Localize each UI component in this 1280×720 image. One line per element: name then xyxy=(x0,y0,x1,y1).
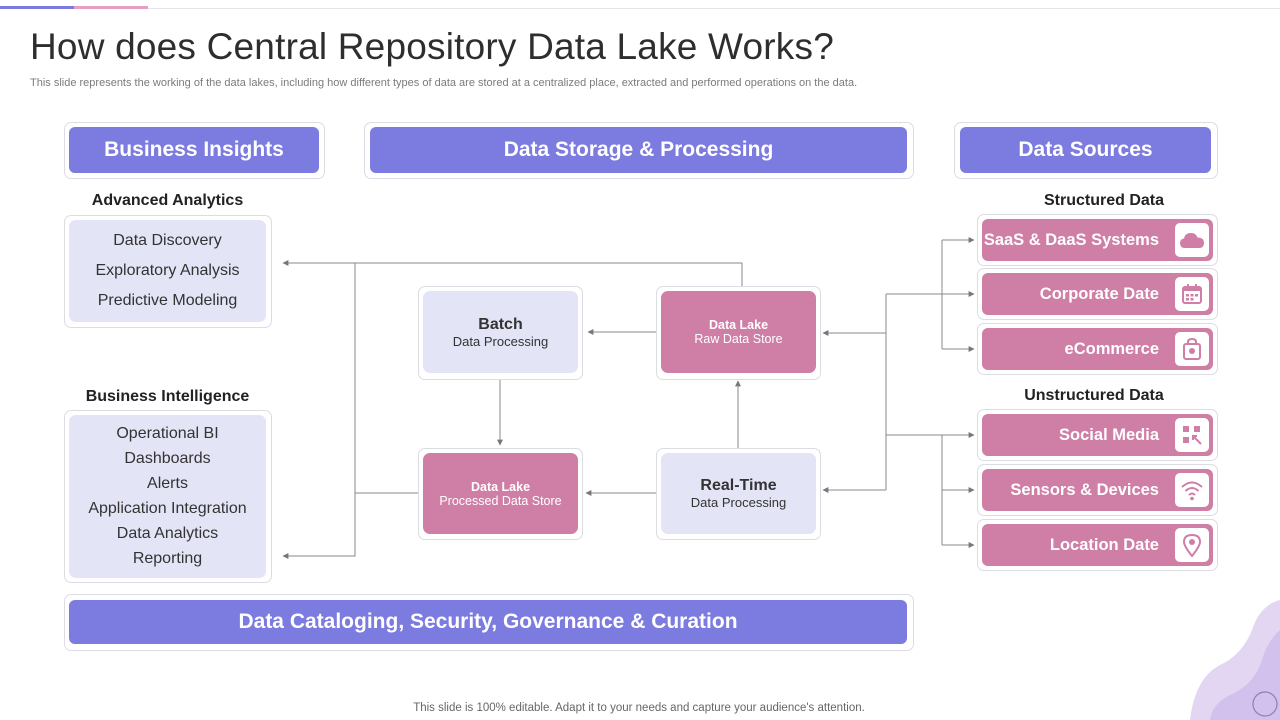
unstructured-data-label: Unstructured Data xyxy=(1024,387,1164,404)
source-social-media: Social Media xyxy=(982,414,1213,456)
source-label: Sensors & Devices xyxy=(1010,480,1159,499)
slide-subtitle: This slide represents the working of the… xyxy=(30,77,858,89)
list-item: Alerts xyxy=(147,474,188,492)
list-item: Data Discovery xyxy=(113,232,222,249)
realtime-subtitle: Data Processing xyxy=(690,495,787,510)
realtime-title: Real-Time xyxy=(700,477,777,494)
source-saas-daas: SaaS & DaaS Systems xyxy=(982,219,1213,261)
source-ecommerce: eCommerce xyxy=(982,328,1213,370)
raw-store-subtitle: Raw Data Store xyxy=(694,332,783,346)
business-intelligence-label: Business Intelligence xyxy=(85,388,250,405)
source-label: SaaS & DaaS Systems xyxy=(983,230,1159,249)
processed-store-title: Data Lake xyxy=(470,479,531,494)
advanced-analytics-label: Advanced Analytics xyxy=(91,192,244,209)
source-sensors-devices: Sensors & Devices xyxy=(982,469,1213,511)
data-sources-header: Data Sources xyxy=(960,127,1211,173)
advanced-analytics-list: Data Discovery Exploratory Analysis Pred… xyxy=(69,220,266,322)
source-label: Corporate Date xyxy=(1039,284,1159,303)
list-item: Operational BI xyxy=(116,424,219,442)
list-item: Predictive Modeling xyxy=(97,292,238,309)
shopping-bag-icon xyxy=(1175,332,1209,366)
raw-data-store-node: Data Lake Raw Data Store xyxy=(661,291,816,373)
business-intelligence-list: Operational BI Dashboards Alerts Applica… xyxy=(69,415,266,578)
top-divider xyxy=(0,8,1280,9)
list-item: Exploratory Analysis xyxy=(95,262,240,279)
cloud-icon xyxy=(1175,223,1209,257)
top-accent-bar xyxy=(0,0,1280,9)
governance-header: Data Cataloging, Security, Governance & … xyxy=(69,600,907,644)
batch-title: Batch xyxy=(478,315,523,333)
list-item: Reporting xyxy=(132,550,203,568)
arrow-raw-to-advanced-analytics xyxy=(282,260,743,287)
wifi-signal-icon xyxy=(1175,473,1209,507)
business-insights-header: Business Insights xyxy=(69,127,319,173)
source-label: Social Media xyxy=(1059,425,1159,444)
batch-processing-node: Batch Data Processing xyxy=(423,291,578,373)
processed-store-subtitle: Processed Data Store xyxy=(439,493,562,508)
batch-subtitle: Data Processing xyxy=(452,333,549,349)
accent-segment-pink xyxy=(74,6,148,9)
storage-processing-header: Data Storage & Processing xyxy=(370,127,907,173)
list-item: Application Integration xyxy=(88,500,247,518)
raw-store-title: Data Lake xyxy=(708,318,769,332)
location-pin-icon xyxy=(1175,528,1209,562)
structured-data-label: Structured Data xyxy=(1043,192,1165,209)
slide-footer: This slide is 100% editable. Adapt it to… xyxy=(413,702,865,714)
processed-data-store-node: Data Lake Processed Data Store xyxy=(423,453,578,534)
accent-segment-purple xyxy=(0,6,74,9)
slide-title: How does Central Repository Data Lake Wo… xyxy=(30,26,834,67)
list-item: Dashboards xyxy=(124,449,211,467)
decorative-corner-shape xyxy=(1190,600,1280,720)
calendar-icon xyxy=(1175,277,1209,311)
list-item: Data Analytics xyxy=(116,525,219,543)
source-corporate: Corporate Date xyxy=(982,273,1213,315)
source-label: Location Date xyxy=(1049,535,1159,554)
source-location: Location Date xyxy=(982,524,1213,566)
social-network-icon xyxy=(1175,418,1209,452)
source-label: eCommerce xyxy=(1064,339,1159,358)
realtime-processing-node: Real-Time Data Processing xyxy=(661,453,816,534)
arrow-trunk-to-business-intelligence xyxy=(282,263,356,559)
